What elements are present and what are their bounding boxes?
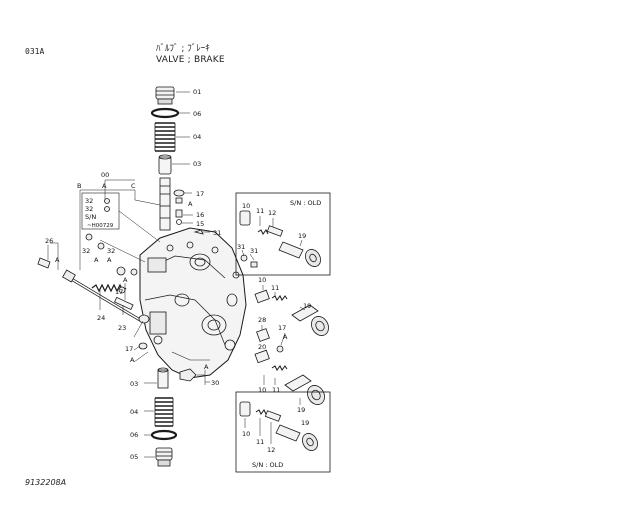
part-01-plug-top [155,86,175,105]
label-19: 19 [303,302,311,310]
part-23-pin [114,296,134,311]
label-A: A [94,256,99,264]
label-A: A [123,276,128,284]
label-03: 03 [193,160,201,168]
part-17-plug-lower-left [138,314,150,350]
label-06: 06 [130,431,138,439]
label-17: 17 [115,288,123,296]
part-rod-left [62,269,141,322]
inset-box-bottom-right [235,391,331,473]
label-04: 04 [193,133,201,141]
label-30: 30 [211,379,219,387]
inset-top-label-19: 19 [298,232,306,240]
label-17: 17 [278,324,286,332]
label-A: A [107,256,112,264]
label-10: 10 [258,386,266,394]
leader-lines-left [50,200,161,363]
part-26-plug-left [37,245,51,269]
label-A: A [283,333,288,341]
label-sn: S/N [85,213,96,221]
label-C: C [131,182,136,190]
parts-31-right [240,249,258,268]
inset-box-top-right [235,192,331,276]
title-japanese: ﾊﾞﾙﾌﾞ ; ﾌﾞﾚｰｷ [156,44,210,54]
label-05: 05 [130,453,138,461]
inset-bottom-label-12: 12 [267,446,275,454]
relief-valve-lower [254,325,325,405]
label-00: 00 [101,171,109,179]
label-B: B [77,182,81,190]
inset-top-label-10: 10 [242,202,250,210]
part-05-plug-bottom [144,447,173,467]
part-04-spring-bottom [144,397,174,427]
label-20: 20 [258,343,266,351]
label-11: 11 [272,386,280,394]
label-17: 17 [196,190,204,198]
label-32: 32 [85,197,93,205]
label-A: A [204,363,209,371]
label-31: 31 [213,229,221,237]
label-28: 28 [258,316,266,324]
part-06-oring-top [150,107,180,119]
inset-bottom-label-19: 19 [301,419,309,427]
label-A: A [130,356,135,364]
inset-top-sn-label: S/N : OLD [290,199,321,207]
label-24: 24 [97,314,105,322]
label-A: A [188,200,193,208]
label-10: 10 [258,276,266,284]
part-06-oring-bottom [144,429,178,441]
part-00-spool-top [159,177,171,231]
relief-valve-upper [254,285,329,336]
label-03: 03 [130,380,138,388]
inset-bottom-label-10: 10 [242,430,250,438]
label-19: 19 [297,406,305,414]
inset-bottom-label-11: 11 [256,438,264,446]
title-english: VALVE ; BRAKE [156,55,225,65]
drawing-number: 9132208A [25,478,67,487]
label-16: 16 [196,211,204,219]
label-26: 26 [45,237,53,245]
part-03-piston-bottom [144,367,169,389]
valve-body [139,227,247,379]
label-31: 31 [237,243,245,251]
label-A: A [102,182,107,190]
inset-top-label-12: 12 [268,209,276,217]
leader-lines-top-stack [79,91,190,206]
part-30-plug [179,368,210,385]
inset-sn-box-left [81,192,120,230]
page-code: 031A [25,47,45,56]
part-24-spring [91,283,127,293]
part-03-piston-top [158,154,172,175]
part-04-spring-top [154,122,176,152]
inset-top-label-11: 11 [256,207,264,215]
label-32: 32 [82,247,90,255]
label-11: 11 [271,284,279,292]
label-A: A [55,256,60,264]
label-17: 17 [125,345,133,353]
label-sn-range: ~H00729 [87,223,114,229]
label-23: 23 [118,324,126,332]
label-32: 32 [107,247,115,255]
callout-labels: 01 06 04 03 00 B A C 32 32 S/N ~H00729 1… [45,88,321,469]
inset-bottom-sn-label: S/N : OLD [252,461,283,469]
label-32: 32 [85,205,93,213]
label-04: 04 [130,408,138,416]
label-01: 01 [193,88,201,96]
label-31: 31 [250,247,258,255]
label-06: 06 [193,110,201,118]
parts-17-16-15-31-top [173,189,210,235]
label-15: 15 [196,220,204,228]
